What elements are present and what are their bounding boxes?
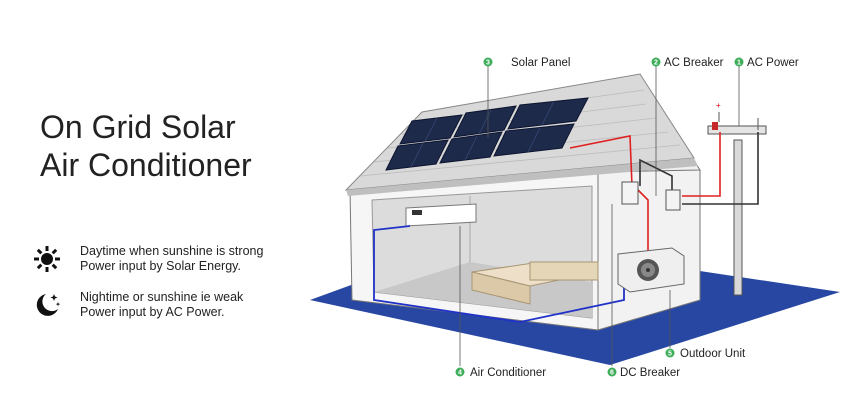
legend-nighttime-line-2: Power input by AC Power. <box>80 305 225 319</box>
callout-label-ac-power: AC Power <box>747 57 799 69</box>
callout-air-conditioner: 4 Air Conditioner <box>455 367 546 379</box>
callout-label-solar-panel: Solar Panel <box>511 57 570 69</box>
callout-label-dc-breaker: DC Breaker <box>620 367 680 379</box>
legend-daytime-line-2: Power input by Solar Energy. <box>80 259 241 273</box>
legend-item-daytime: Daytime when sunshine is strong Power in… <box>32 244 263 274</box>
callout-ac-breaker: 2 AC Breaker <box>651 57 724 69</box>
utility-pole: + <box>707 101 767 296</box>
sun-icon <box>34 246 60 272</box>
callout-label-ac-breaker: AC Breaker <box>664 57 724 69</box>
svg-text:3: 3 <box>486 60 490 67</box>
outdoor-unit <box>617 247 685 293</box>
callout-outdoor-unit: 5 Outdoor Unit <box>665 348 746 360</box>
dc-wiring <box>569 135 649 254</box>
svg-text:1: 1 <box>737 60 741 67</box>
legend-daytime-line-1: Daytime when sunshine is strong <box>80 244 264 258</box>
callout-label-air-conditioner: Air Conditioner <box>470 367 546 379</box>
indoor-air-conditioner <box>405 203 477 227</box>
dc-breaker-box <box>621 181 639 205</box>
legend-item-nighttime: Nightime or sunshine ie weak Power input… <box>32 290 243 320</box>
solar-panel-grid <box>410 100 555 168</box>
moon-stars-icon <box>36 294 61 316</box>
svg-text:+: + <box>716 101 721 110</box>
callout-solar-panel: 3 Solar Panel <box>483 57 570 69</box>
svg-text:5: 5 <box>668 351 672 358</box>
callout-dc-breaker: 6 DC Breaker <box>607 367 680 379</box>
svg-text:4: 4 <box>458 370 462 377</box>
svg-text:2: 2 <box>654 60 658 67</box>
ac-wiring-red <box>682 132 721 197</box>
diagram-title: On Grid Solar Air Conditioner <box>40 108 252 184</box>
roof-edge <box>346 158 698 196</box>
bed <box>471 261 599 305</box>
title-line-2: Air Conditioner <box>40 147 252 183</box>
legend-nighttime-line-1: Nightime or sunshine ie weak <box>80 290 244 304</box>
callout-leaders <box>459 66 740 366</box>
title-line-1: On Grid Solar <box>40 109 236 145</box>
svg-text:6: 6 <box>610 370 614 377</box>
callout-ac-power: 1 AC Power <box>734 57 799 69</box>
indoor-wiring <box>373 225 625 323</box>
callout-label-outdoor-unit: Outdoor Unit <box>680 348 746 360</box>
ac-breaker-box <box>665 189 681 211</box>
